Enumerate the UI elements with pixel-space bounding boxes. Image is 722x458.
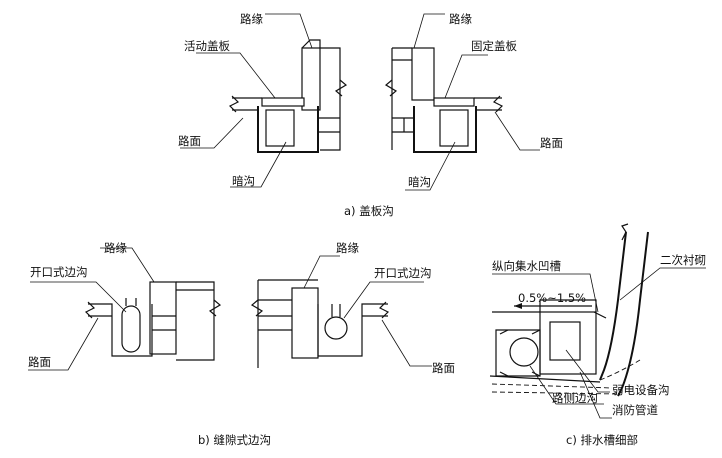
leader-pavement [28,317,99,371]
dashed-line-2 [491,391,619,395]
drain-trench [257,106,319,153]
label-curb: 路缘 [336,241,359,255]
lining-break [621,223,629,241]
joint-lines [318,117,340,133]
label-movable-cover: 活动盖板 [184,39,230,53]
label-pavement: 路面 [28,355,51,369]
pavement-break [492,95,504,113]
pavement-break [84,301,96,319]
drain-channel [439,109,469,147]
leader-lining [619,267,706,301]
side-ditch-pipe [509,337,539,367]
pavement-break [378,301,390,319]
label-trough: 纵向集水凹槽 [492,259,561,273]
label-curb: 路缘 [449,12,472,26]
wall-break [250,299,264,317]
caption-c: c) 排水槽细部 [566,433,638,447]
leader-curb [303,255,340,289]
pavement-slab [232,97,262,111]
label-ditch: 开口式边沟 [374,266,432,280]
label-pavement: 路面 [540,136,563,150]
label-fixed-cover: 固定盖板 [471,39,517,53]
label-ditch: 开口式边沟 [30,265,88,279]
panel-a-left: 路缘 活动盖板 路面 暗沟 [178,12,348,188]
curb-block [411,47,435,101]
leader-curb [265,13,313,49]
curb-block [149,281,177,355]
label-pavement: 路面 [178,134,201,148]
drain-trench [413,106,477,153]
label-slope: 0.5%~1.5% [518,291,586,305]
lining-outer [617,231,649,397]
label-curb: 路缘 [240,12,263,26]
caption-a: a) 盖板沟 [344,204,394,218]
leader-pavement [494,111,540,151]
label-pavement: 路面 [432,361,455,375]
slot-opening [121,305,141,353]
label-fire-pipe: 消防管道 [612,403,658,417]
panel-a-right: 路缘 固定盖板 路面 暗沟 [384,12,563,191]
wall [320,47,341,151]
caption-b: b) 缝隙式边沟 [198,433,271,447]
movable-cover [261,97,305,107]
curb-block [291,287,319,359]
leader-ditch [343,281,424,319]
panel-c: 0.5%~1.5% 纵向集水凹槽 二次衬砌 路侧边沟 弱电设备沟 消防管道 [489,223,706,419]
panel-b-left: 路缘 开口式边沟 路面 [28,241,222,371]
wall [176,281,215,361]
leader-cover [444,54,488,99]
curb-top [301,39,321,49]
leader-ditch [30,281,127,313]
round-opening [324,316,348,340]
leader-cable [565,349,610,393]
label-lining: 二次衬砌 [660,253,706,267]
curb-block [301,47,321,111]
leader-pavement [180,117,244,149]
trench-channel [549,321,581,361]
leader-drain [405,141,456,191]
drain-channel [265,109,295,147]
leader-curb [413,13,445,49]
leader-fire [579,371,612,419]
leader-drain [230,141,287,188]
slot-ditch-body [317,303,388,357]
label-drain: 暗沟 [408,175,431,189]
slot-ditch-body [88,303,153,357]
wall-break [334,79,348,97]
label-drain: 暗沟 [232,174,255,188]
label-curb: 路缘 [104,241,127,255]
pavement-break [228,95,240,113]
wall-break [208,299,222,317]
leader-curb [100,247,155,283]
leader-pavement [381,319,432,367]
leader-side-ditch [529,365,604,405]
panel-b-right: 路缘 开口式边沟 路面 [250,241,455,375]
dashed-line-1 [491,383,613,389]
lining-inner [599,231,627,381]
leader-trough [492,273,599,313]
leader-cover [196,52,276,99]
label-side-ditch: 路侧边沟 [552,391,598,405]
label-cable-trench: 弱电设备沟 [612,383,670,397]
fixed-cover [433,97,475,107]
wall-break [384,79,398,97]
